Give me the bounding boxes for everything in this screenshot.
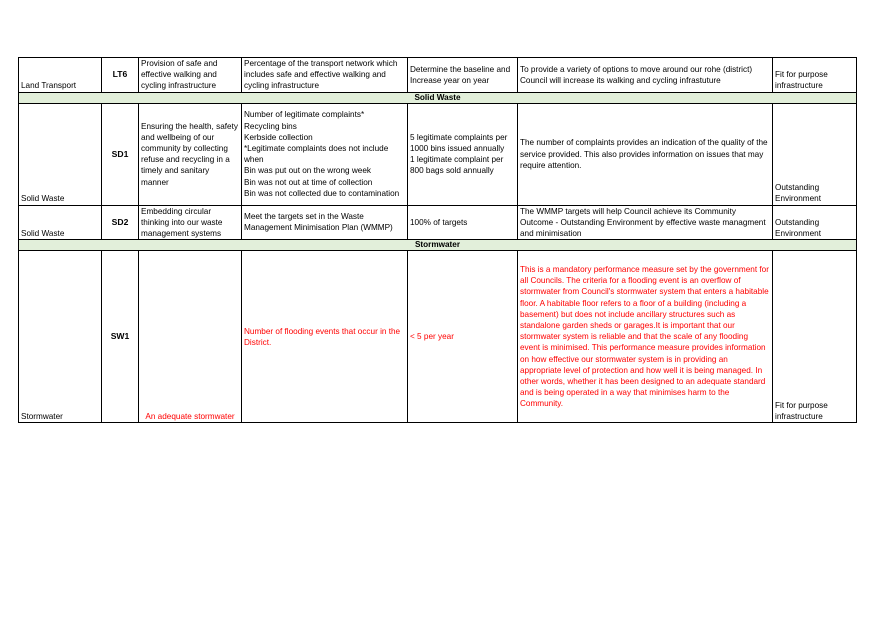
activity-area-cell[interactable]: Stormwater — [18, 250, 102, 424]
measure-code-cell[interactable]: SD1 — [101, 102, 139, 206]
outcome-cell[interactable]: Fit for purpose infrastructure — [772, 250, 857, 424]
section-heading[interactable]: Stormwater — [18, 239, 857, 252]
outcome-cell[interactable]: Outstanding Environment — [772, 102, 857, 206]
measure-cell[interactable]: Meet the targets set in the Waste Manage… — [241, 204, 408, 241]
table-row-sd2: Solid Waste SD2 Embedding circular think… — [18, 204, 857, 241]
rationale-cell[interactable]: To provide a variety of options to move … — [517, 57, 773, 93]
objective-cell[interactable]: An adequate stormwater — [138, 250, 242, 424]
activity-area-cell[interactable]: Land Transport — [18, 57, 102, 93]
performance-measures-table: Land Transport LT6 Provision of safe and… — [18, 57, 857, 424]
table-row-lt6: Land Transport LT6 Provision of safe and… — [18, 57, 857, 93]
table-row-sd1: Solid Waste SD1 Ensuring the health, saf… — [18, 102, 857, 206]
target-cell[interactable]: < 5 per year — [407, 250, 518, 424]
rationale-cell[interactable]: The WMMP targets will help Council achie… — [517, 204, 773, 241]
rationale-cell[interactable]: This is a mandatory performance measure … — [517, 250, 773, 424]
measure-code-cell[interactable]: SD2 — [101, 204, 139, 241]
table-row-sw1: Stormwater SW1 An adequate stormwater Nu… — [18, 250, 857, 424]
activity-area-cell[interactable]: Solid Waste — [18, 204, 102, 241]
section-row-solid-waste: Solid Waste — [18, 91, 857, 104]
objective-cell[interactable]: Ensuring the health, safety and wellbein… — [138, 102, 242, 206]
section-heading[interactable]: Solid Waste — [18, 91, 857, 104]
measure-code-cell[interactable]: SW1 — [101, 250, 139, 424]
target-cell[interactable]: Determine the baseline and Increase year… — [407, 57, 518, 93]
outcome-cell[interactable]: Outstanding Environment — [772, 204, 857, 241]
objective-cell[interactable]: Provision of safe and effective walking … — [138, 57, 242, 93]
measure-cell[interactable]: Number of flooding events that occur in … — [241, 250, 408, 424]
measure-cell[interactable]: Percentage of the transport network whic… — [241, 57, 408, 93]
target-cell[interactable]: 100% of targets — [407, 204, 518, 241]
performance-measures-sheet: Land Transport LT6 Provision of safe and… — [18, 57, 857, 424]
rationale-cell[interactable]: The number of complaints provides an ind… — [517, 102, 773, 206]
objective-cell[interactable]: Embedding circular thinking into our was… — [138, 204, 242, 241]
section-row-stormwater: Stormwater — [18, 239, 857, 252]
measure-cell[interactable]: Number of legitimate complaints* Recycli… — [241, 102, 408, 206]
activity-area-cell[interactable]: Solid Waste — [18, 102, 102, 206]
measure-code-cell[interactable]: LT6 — [101, 57, 139, 93]
target-cell[interactable]: 5 legitimate complaints per 1000 bins is… — [407, 102, 518, 206]
outcome-cell[interactable]: Fit for purpose infrastructure — [772, 57, 857, 93]
